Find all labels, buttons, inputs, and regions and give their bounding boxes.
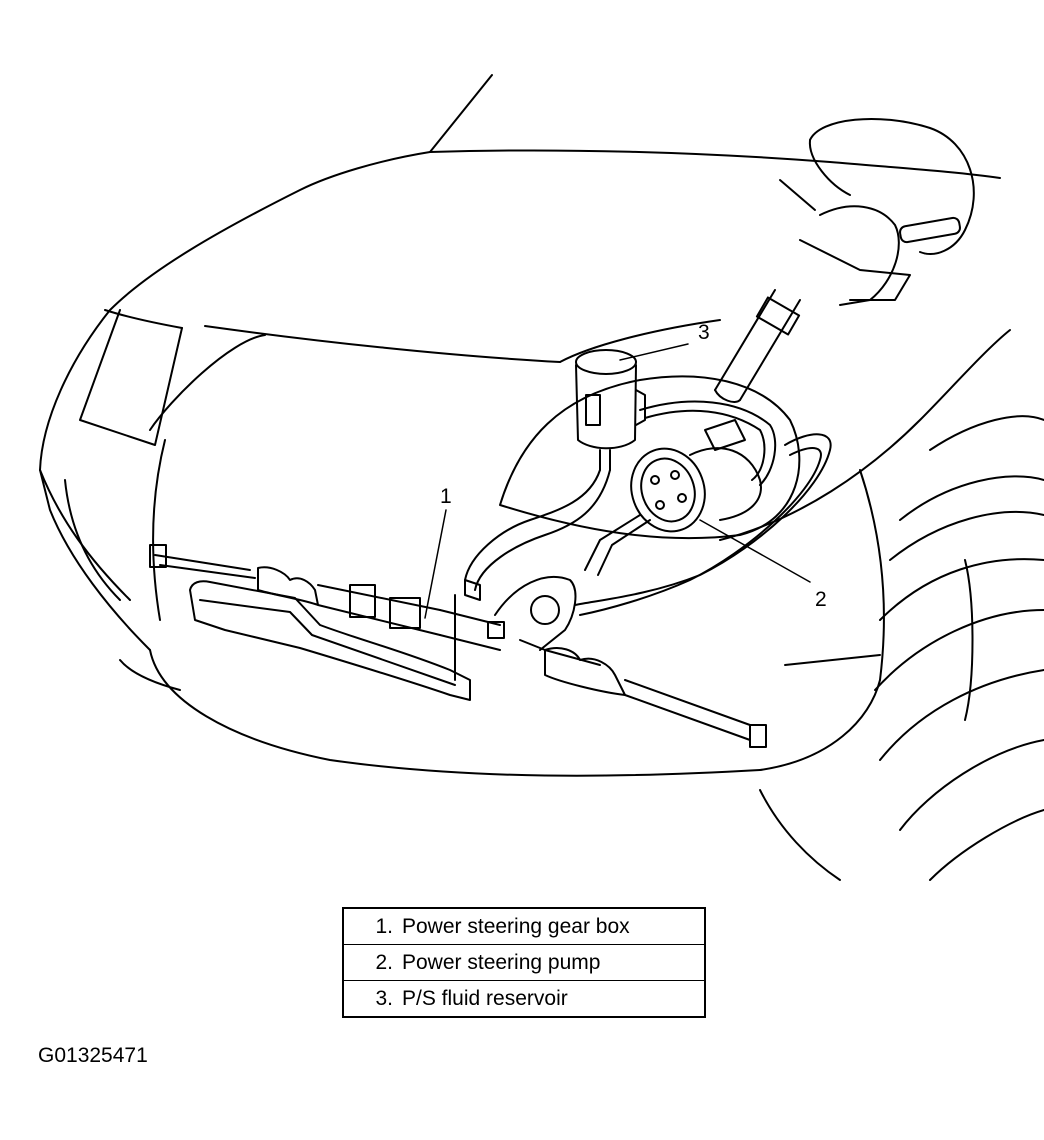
legend-label: P/S fluid reservoir [402,986,568,1010]
steering-column [714,289,801,403]
front-tire [874,475,1044,881]
callout-2: 2 [815,588,827,611]
power-steering-system-diagram [39,74,1044,881]
legend-row: 1. Power steering gear box [342,907,706,945]
legend-number: 2. [375,950,393,974]
legend-row: 2. Power steering pump [342,944,706,981]
legend-label: Power steering pump [402,950,601,974]
legend-number: 1. [375,914,393,938]
hoses [464,400,832,616]
legend-label: Power steering gear box [402,914,630,938]
power-steering-pump [630,419,762,533]
callout-leader-lines [424,343,811,619]
callout-3: 3 [698,321,710,344]
car-body-outline [39,74,1044,881]
callout-1: 1 [440,485,452,508]
headlamp-outline [499,375,801,540]
steering-rack [149,544,767,748]
fluid-reservoir [575,349,646,471]
figure-id: G01325471 [38,1044,148,1067]
legend-table: 1. Power steering gear box 2. Power steeri… [342,907,706,1018]
legend-row: 3. P/S fluid reservoir [342,980,706,1018]
steering-wheel [779,118,975,306]
legend-number: 3. [375,986,393,1010]
